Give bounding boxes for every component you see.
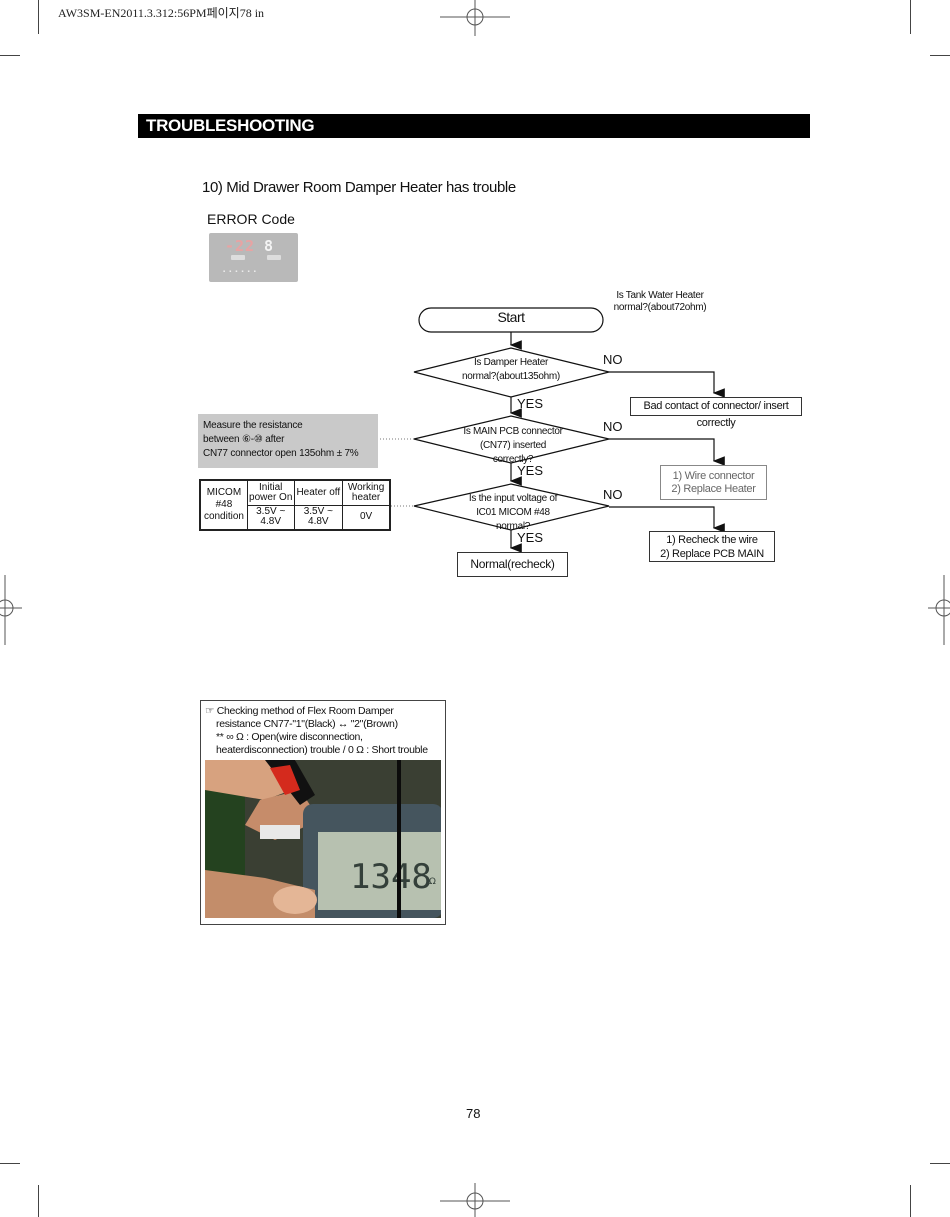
crop-mark <box>930 1163 950 1164</box>
action-box-heater: 1) Wire connector 2) Replace Heater <box>660 465 767 500</box>
table-cell: 0V <box>343 505 390 530</box>
check-line: heaterdisconnection) trouble / 0 Ω : Sho… <box>216 744 428 756</box>
check-line: ** ∞ Ω : Open(wire disconnection, <box>216 731 363 743</box>
check-line: ☞ Checking method of Flex Room Damper <box>205 705 394 717</box>
registration-mark <box>440 1183 510 1217</box>
measure-note: Measure the resistance between ⑥-⑩ after… <box>198 414 378 468</box>
table-row-header: MICOM #48 condition <box>200 480 247 530</box>
end-box: Normal(recheck) <box>457 552 568 577</box>
crop-mark <box>0 1163 20 1164</box>
action-3-line-2: 2) Replace PCB MAIN <box>650 547 774 561</box>
crop-mark <box>910 1185 911 1217</box>
table-cell: 3.5V ~ 4.8V <box>294 505 343 530</box>
no-label: NO <box>603 419 623 434</box>
yes-label: YES <box>517 463 543 478</box>
action-2-line-2: 2) Replace Heater <box>661 483 766 496</box>
measure-note-line: CN77 connector open 135ohm ± 7% <box>203 448 359 459</box>
measure-note-line: between ⑥-⑩ after <box>203 434 284 445</box>
start-label: Start <box>419 309 603 325</box>
decision-2-text: Is MAIN PCB connector (CN77) inserted co… <box>462 425 564 467</box>
measure-note-line: Measure the resistance <box>203 420 303 431</box>
action-3-line-1: 1) Recheck the wire <box>650 533 774 547</box>
yes-label: YES <box>517 396 543 411</box>
page-number: 78 <box>466 1106 480 1121</box>
checking-method-box: ☞ Checking method of Flex Room Damper re… <box>200 700 446 925</box>
meter-reading: 1348 <box>350 857 432 897</box>
table-col-header: Working heater <box>343 480 390 505</box>
end-label: Normal(recheck) <box>470 557 554 571</box>
no-label: NO <box>603 487 623 502</box>
tank-heater-note: Is Tank Water Heater normal?(about72ohm) <box>600 290 720 314</box>
table-col-header: Heater off <box>294 480 343 505</box>
micom-voltage-table: MICOM #48 condition Initial power On Hea… <box>199 479 391 531</box>
table-col-header: Initial power On <box>247 480 294 505</box>
action-2-line-1: 1) Wire connector <box>661 470 766 483</box>
crop-mark <box>38 1185 39 1217</box>
check-line: resistance CN77-"1"(Black) ↔ "2"(Brown) <box>216 718 398 730</box>
decision-1-text: Is Damper Heater normal?(about135ohm) <box>462 356 560 384</box>
decision-3-text: Is the input voltage of IC01 MICOM #48 n… <box>458 492 568 534</box>
meter-unit: Ω <box>429 877 436 887</box>
action-box-connector: Bad contact of connector/ insert correct… <box>630 397 802 416</box>
yes-label: YES <box>517 530 543 545</box>
multimeter-illustration: 1348 Ω <box>205 760 441 918</box>
table-cell: 3.5V ~ 4.8V <box>247 505 294 530</box>
action-box-pcb: 1) Recheck the wire 2) Replace PCB MAIN <box>649 531 775 562</box>
no-label: NO <box>603 352 623 367</box>
multimeter-photo: 1348 Ω <box>205 760 441 918</box>
